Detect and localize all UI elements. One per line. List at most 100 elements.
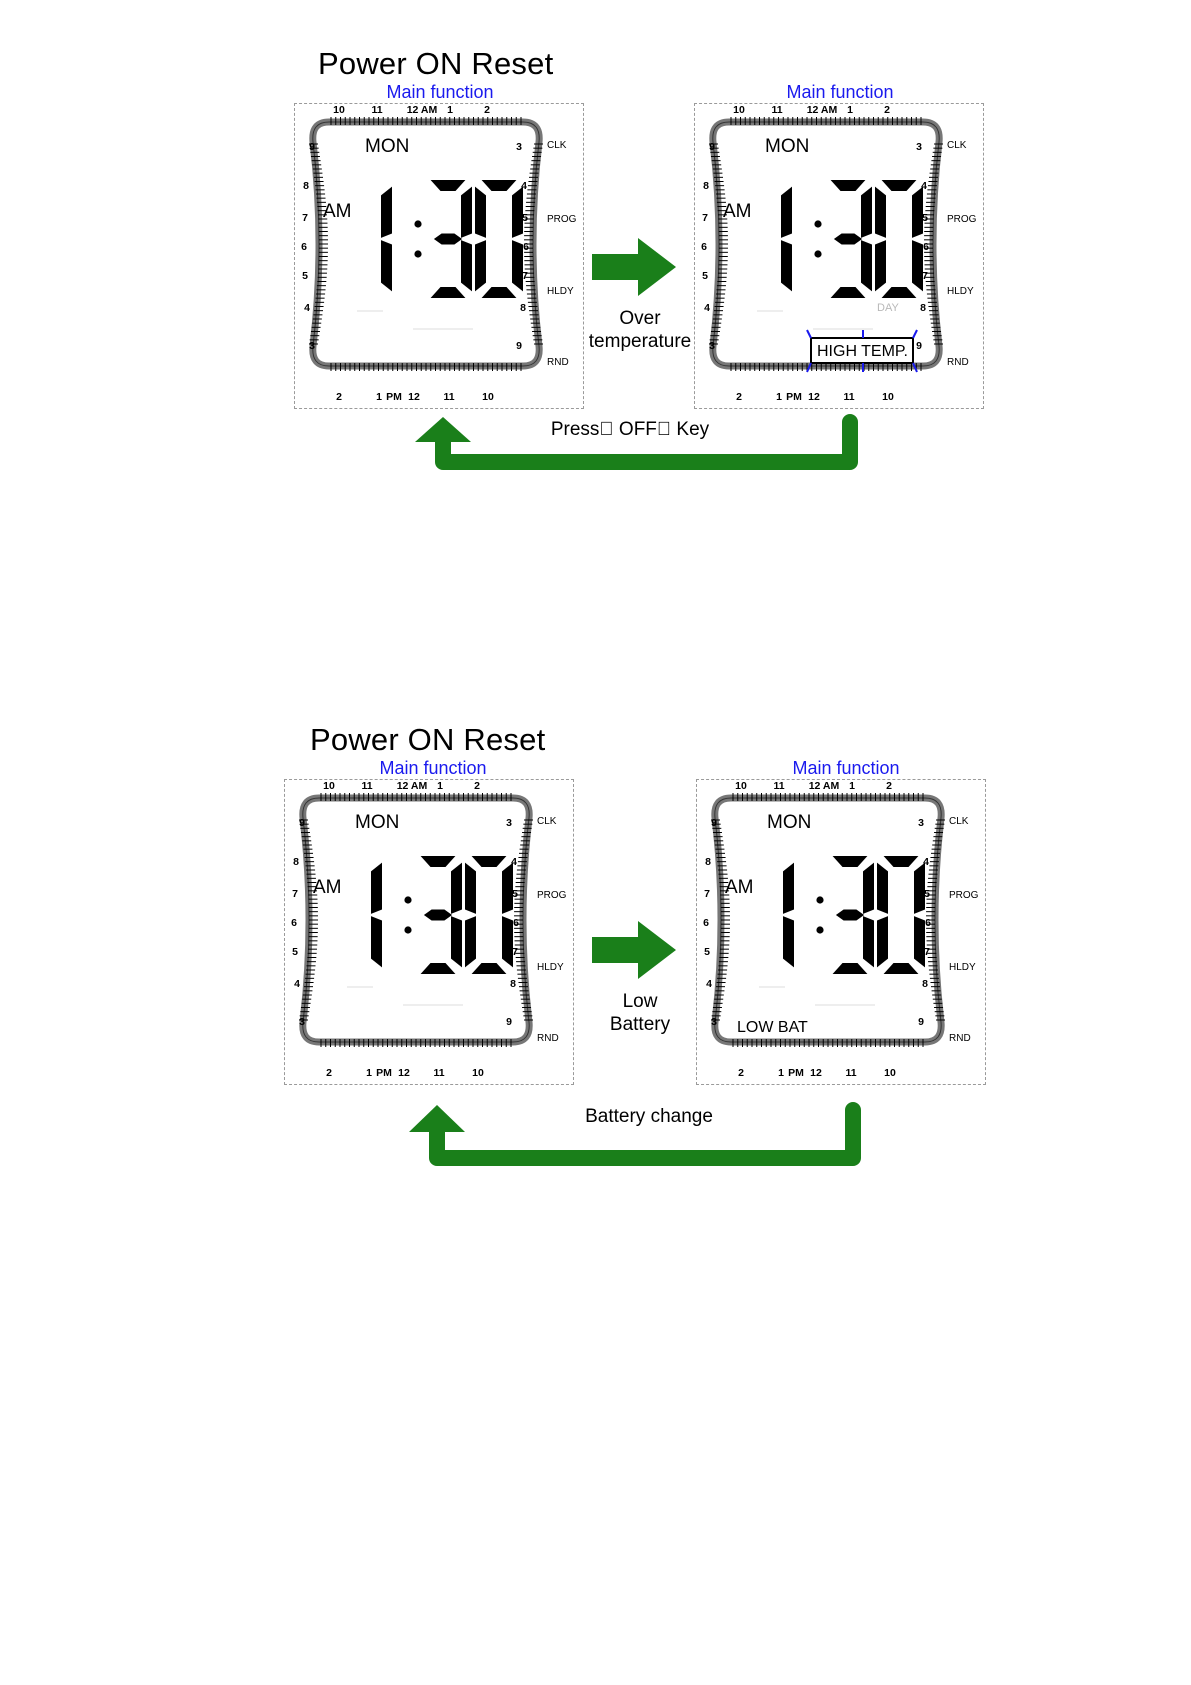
- dial-number: 2: [326, 1067, 332, 1079]
- dial-number: 6: [301, 241, 307, 253]
- dial-number: 5: [522, 212, 528, 224]
- colon-dot: [414, 250, 422, 258]
- ampm-indicator: AM: [725, 877, 754, 898]
- digit-segment: [381, 240, 392, 292]
- dial-number: 10: [733, 104, 745, 116]
- digit-segment: [914, 862, 925, 914]
- unlit-segments: [757, 310, 873, 330]
- panel-caption: Main function: [786, 82, 894, 102]
- digit-segment: [502, 862, 513, 914]
- digit-segment: [371, 916, 382, 968]
- dial-number: 7: [702, 212, 708, 224]
- dial-number: 8: [510, 978, 516, 990]
- transition-label-line: Over: [619, 308, 661, 329]
- dial-number: 9: [506, 1016, 512, 1028]
- dial-number: 2: [484, 104, 490, 116]
- digit-segment: [783, 862, 794, 914]
- dial-number: 6: [701, 241, 707, 253]
- return-arrow-icon: [409, 1102, 861, 1166]
- digit-segment: [433, 233, 463, 245]
- blink-marks: [806, 329, 918, 373]
- time-display: [371, 856, 513, 974]
- dial-number: 2: [886, 780, 892, 792]
- mode-label-rnd: RND: [537, 1033, 559, 1044]
- dial-number: 11: [771, 104, 782, 116]
- dial-number: PM: [788, 1067, 804, 1079]
- colon-dot: [814, 220, 822, 228]
- mode-label-prog: PROG: [547, 214, 577, 225]
- digit-segment: [863, 862, 874, 914]
- ampm-indicator: AM: [313, 877, 342, 898]
- weekday-indicator: MON: [365, 136, 409, 157]
- digit-segment: [465, 862, 476, 914]
- digit-segment: [832, 856, 868, 867]
- dial-number: 1: [776, 391, 782, 403]
- dial-number: 12 AM: [407, 104, 438, 116]
- dial-number: 9: [711, 817, 717, 829]
- time-display: [783, 856, 925, 974]
- mode-label-rnd: RND: [547, 357, 569, 368]
- digit-segment: [881, 287, 917, 298]
- dial-number: 4: [294, 978, 300, 990]
- dial-number: 12 AM: [397, 780, 428, 792]
- digit-segment: [833, 233, 863, 245]
- dial-number: 2: [736, 391, 742, 403]
- right-arrow-icon: [592, 238, 676, 296]
- dial-number: 5: [922, 212, 928, 224]
- digit-segment: [883, 963, 919, 974]
- dial-number: 11: [773, 780, 784, 792]
- dial-number: 1: [376, 391, 382, 403]
- mode-label-clk: CLK: [537, 816, 557, 827]
- mode-label-rnd: RND: [947, 357, 969, 368]
- section-title: Power ON Reset: [310, 722, 546, 757]
- mode-label-prog: PROG: [537, 890, 567, 901]
- dial-number: 6: [291, 917, 297, 929]
- unlit-segments: [347, 986, 463, 1006]
- digit-segment: [430, 287, 466, 298]
- dial-number: 5: [924, 888, 930, 900]
- return-label: Press  OFF  Key: [550, 419, 710, 440]
- ampm-indicator: AM: [723, 201, 752, 222]
- panel-caption: Main function: [379, 758, 487, 778]
- dial-number: 4: [921, 180, 927, 192]
- weekday-indicator: MON: [765, 136, 809, 157]
- section-title: Power ON Reset: [318, 46, 554, 81]
- dial-number: 4: [521, 180, 527, 192]
- transition-label-line: Low: [622, 991, 658, 1012]
- dial-number: 6: [923, 241, 929, 253]
- dial-number: 10: [333, 104, 345, 116]
- digit-segment: [461, 186, 472, 238]
- dial-number: 3: [916, 141, 922, 153]
- diagram-section-over-temperature: Power ON Reset Main function Main functi…: [0, 0, 1191, 640]
- dial-number: 10: [882, 391, 894, 403]
- digit-segment: [832, 963, 868, 974]
- digit-segment: [781, 240, 792, 292]
- mode-label-hldy: HLDY: [947, 286, 974, 297]
- digit-segment: [512, 240, 523, 292]
- digit-segment: [914, 916, 925, 968]
- time-display: [381, 180, 523, 298]
- dial-number: 2: [738, 1067, 744, 1079]
- dial-number: 5: [704, 946, 710, 958]
- colon-dot: [404, 896, 412, 904]
- dial-number: 6: [703, 917, 709, 929]
- dial-number: 8: [303, 180, 309, 192]
- digit-segment: [861, 240, 872, 292]
- transition-label: Low Battery: [610, 990, 670, 1036]
- dial-number: 5: [292, 946, 298, 958]
- digit-segment: [381, 186, 392, 238]
- bezel-ticks: [309, 117, 543, 371]
- dial-number: 8: [920, 302, 926, 314]
- dial-number: 2: [474, 780, 480, 792]
- dial-number: 12: [408, 391, 420, 403]
- time-display: [781, 180, 923, 298]
- digit-segment: [502, 916, 513, 968]
- return-arrow-icon: [415, 414, 858, 470]
- dial-number: 9: [709, 141, 715, 153]
- digit-segment: [883, 856, 919, 867]
- dial-number: 7: [924, 946, 930, 958]
